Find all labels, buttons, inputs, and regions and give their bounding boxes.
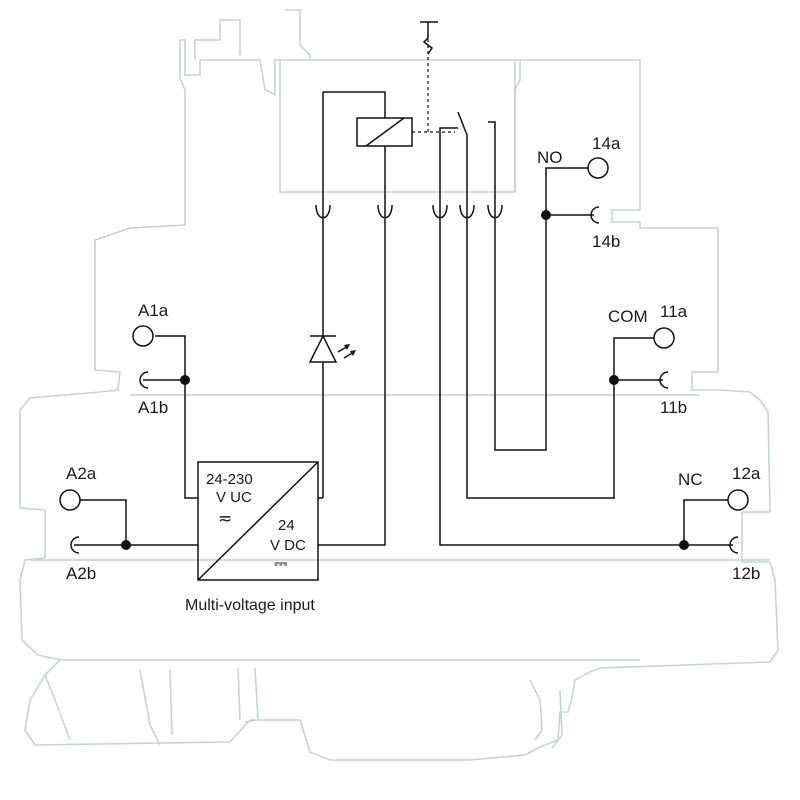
label-input-symbol: ≂ <box>218 509 232 528</box>
label-14b: 14b <box>592 232 620 251</box>
label-a2a: A2a <box>66 464 97 483</box>
label-output-type: V DC <box>270 537 306 554</box>
converter-box <box>197 461 319 581</box>
12a-wire <box>683 499 728 545</box>
no-junction <box>541 210 551 220</box>
converter-diagonal <box>197 461 319 581</box>
led-diode <box>308 334 338 363</box>
terminal-a1a <box>132 325 154 347</box>
terminal-12b <box>729 536 739 554</box>
terminal-a1b <box>139 371 149 389</box>
no-contact-wire <box>488 121 496 205</box>
terminal-11b <box>659 371 669 389</box>
terminal-11a <box>653 327 675 349</box>
coil-supply-wire <box>318 215 386 546</box>
label-12a: 12a <box>732 464 761 483</box>
label-14a: 14a <box>592 134 621 153</box>
caption-multi-voltage: Multi-voltage input <box>185 597 315 614</box>
label-12b: 12b <box>732 564 760 583</box>
housing-outline <box>19 9 779 761</box>
label-11b: 11b <box>660 398 687 417</box>
label-a1b: A1b <box>138 398 168 417</box>
com-wire <box>466 215 654 499</box>
terminals <box>59 157 749 554</box>
label-input-type: V UC <box>216 489 252 506</box>
label-a2b: A2b <box>66 564 96 583</box>
a1-junction <box>180 375 190 385</box>
terminal-14a <box>587 157 609 179</box>
label-com: COM <box>608 307 648 326</box>
terminal-a2b <box>70 536 80 554</box>
com-contact-blade <box>457 111 468 205</box>
label-11a: 11a <box>660 302 688 321</box>
wiring <box>74 21 733 581</box>
a2a-wire <box>80 499 127 545</box>
label-no: NO <box>537 148 563 167</box>
label-a1a: A1a <box>138 301 169 320</box>
socket-pins <box>315 204 503 219</box>
label-nc: NC <box>678 470 703 489</box>
label-output-symbol: ⎓ <box>274 554 288 573</box>
com-junction <box>609 375 619 385</box>
led-light-arrows <box>337 344 356 359</box>
terminal-a2a <box>59 489 81 511</box>
label-output-value: 24 <box>278 517 295 534</box>
terminal-12a <box>727 489 749 511</box>
nc-junction <box>679 540 689 550</box>
actuator-spring <box>422 22 434 55</box>
labels: A1a A1b A2a A2b 14a 14b 11a 11b 12a 12b … <box>66 134 761 614</box>
label-input-range: 24-230 <box>206 471 253 488</box>
a1-wire <box>155 335 198 499</box>
nc-wire <box>439 215 733 546</box>
terminal-14b <box>590 206 600 224</box>
no-wire <box>494 167 588 451</box>
relay-coil-diagonal <box>365 117 405 147</box>
a2-junction <box>121 540 131 550</box>
nc-contact-wire <box>439 127 458 205</box>
coil-wire-left <box>323 91 386 118</box>
